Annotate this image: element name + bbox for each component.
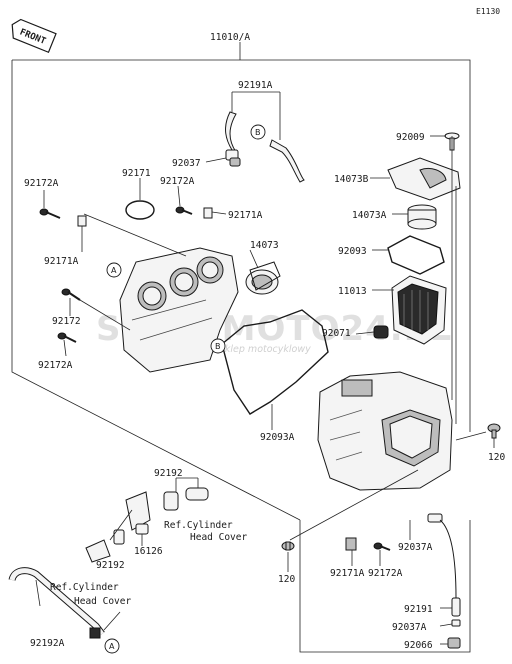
watermark-tagline: internetowy sklep motocyklowy — [160, 344, 311, 355]
duct-14073 — [245, 261, 281, 295]
marker-a-lower: A — [104, 638, 120, 654]
label-92071: 92071 — [322, 328, 351, 339]
label-120-bottom: 120 — [278, 574, 295, 585]
marker-b-upper: B — [250, 124, 266, 140]
label-14073b: 14073B — [334, 174, 369, 185]
label-92171-top: 92171 — [122, 168, 151, 179]
svg-text:A: A — [111, 266, 117, 275]
gasket-92093a — [221, 309, 329, 415]
label-92172a-left: 92172A — [24, 178, 59, 189]
air-cleaner-case — [317, 371, 453, 491]
svg-text:A: A — [109, 642, 115, 651]
bolt-92172a-left — [39, 208, 61, 219]
clamp-band-92171 — [125, 200, 155, 220]
assembly-frame — [11, 42, 471, 653]
label-92172a-bottom: 92172A — [368, 568, 403, 579]
clamp-92037 — [225, 149, 241, 167]
marker-a-upper: A — [106, 262, 122, 278]
label-11010a: 11010/A — [210, 32, 250, 43]
label-11013: 11013 — [338, 286, 367, 297]
label-92171a-left: 92171A — [44, 256, 79, 267]
bolt-120-bottom — [281, 541, 295, 551]
label-92192-bot: 92192 — [96, 560, 125, 571]
bolt-120-right — [487, 423, 501, 439]
label-92192-top: 92192 — [154, 468, 183, 479]
diagram-code: E1130 — [476, 7, 500, 16]
svg-text:B: B — [255, 128, 261, 137]
air-filter-11013 — [391, 275, 447, 345]
breather-hose-upper — [225, 111, 305, 183]
ref-cylinder-right-2: Head Cover — [190, 532, 247, 543]
marker-b-lower: B — [210, 338, 226, 354]
label-92172a-mid: 92172A — [160, 176, 195, 187]
label-14073: 14073 — [250, 240, 279, 251]
bolt-92172a-mid — [175, 206, 193, 215]
part-labels: 11010/A 92191A 92009 92037 14073B 92171 … — [24, 32, 505, 651]
ref-cylinder-right-1: Ref.Cylinder — [164, 520, 233, 531]
label-92171a-right: 92171A — [228, 210, 263, 221]
air-cleaner-housing — [119, 247, 239, 373]
label-92093: 92093 — [338, 246, 367, 257]
label-120-right: 120 — [488, 452, 505, 463]
label-92191a: 92191A — [238, 80, 273, 91]
svg-text:B: B — [215, 342, 221, 351]
ref-cylinder-left-2: Head Cover — [74, 596, 131, 607]
label-92066: 92066 — [404, 640, 433, 651]
label-92009: 92009 — [396, 132, 425, 143]
label-92192a: 92192A — [30, 638, 65, 649]
bolt-92172a-lower — [57, 332, 77, 343]
label-92172a-lower: 92172A — [38, 360, 73, 371]
label-92172: 92172 — [52, 316, 81, 327]
label-92093a: 92093A — [260, 432, 295, 443]
drain-parts — [345, 513, 461, 649]
bolt-92172 — [61, 288, 81, 301]
clip-92171a — [77, 207, 213, 227]
hose-92192a — [8, 567, 105, 639]
front-arrow-icon: FRONT — [11, 18, 57, 54]
sleeve-14073a — [407, 204, 437, 230]
label-16126: 16126 — [134, 546, 163, 557]
gasket-92093 — [387, 235, 445, 275]
cover-14073b — [387, 157, 461, 201]
label-92037: 92037 — [172, 158, 201, 169]
breather-fittings — [85, 487, 209, 563]
label-92037a-mid: 92037A — [398, 542, 433, 553]
label-92191: 92191 — [404, 604, 433, 615]
label-14073a: 14073A — [352, 210, 387, 221]
label-92171a-bottom: 92171A — [330, 568, 365, 579]
ref-cylinder-left-1: Ref.Cylinder — [50, 582, 119, 593]
grommet-92071 — [373, 325, 389, 339]
label-92037a-bottom: 92037A — [392, 622, 427, 633]
leader-lines — [35, 91, 495, 645]
